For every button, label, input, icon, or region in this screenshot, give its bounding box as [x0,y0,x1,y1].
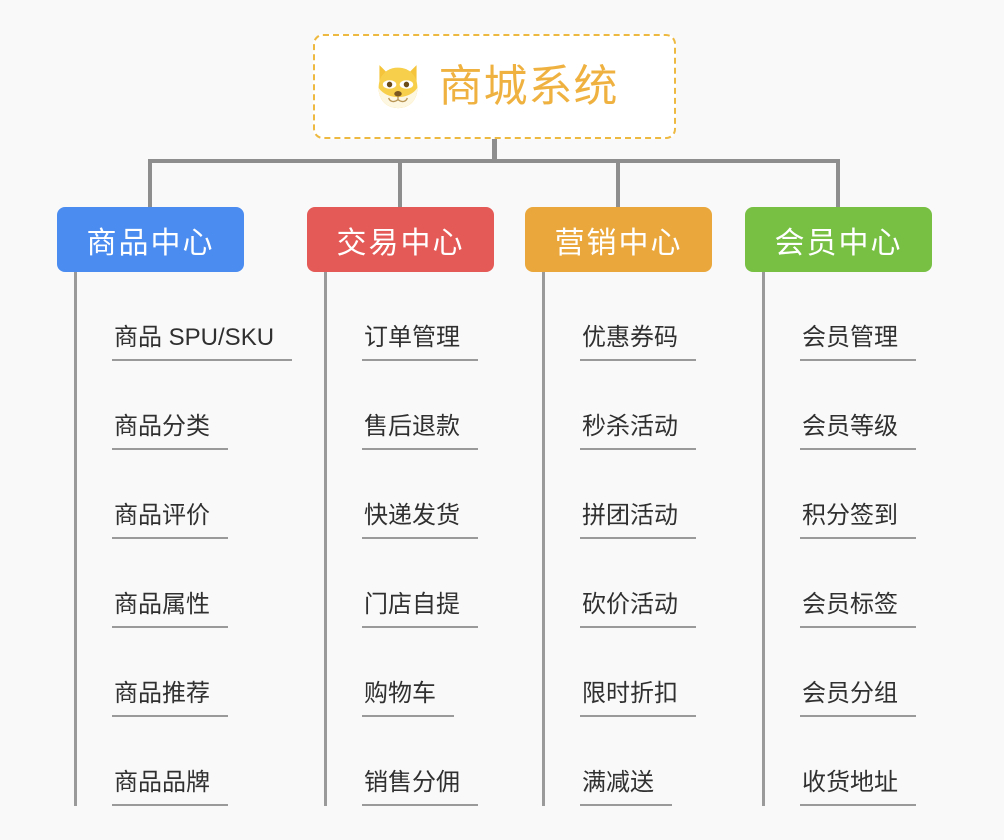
leaf-item[interactable]: 销售分佣 [327,717,494,806]
leaf-label: 会员等级 [800,412,916,450]
branch-header-commodity[interactable]: 商品中心 [57,207,244,272]
branch-column-member: 会员中心 会员管理 会员等级 积分签到 会员标签 会员分组 收货地址 [745,207,932,806]
connector-drop-branch-1 [398,159,402,207]
branch-header-trade[interactable]: 交易中心 [307,207,494,272]
leaf-item[interactable]: 快递发货 [327,450,494,539]
branch-header-member[interactable]: 会员中心 [745,207,932,272]
leaf-item[interactable]: 商品推荐 [77,628,292,717]
leaf-item[interactable]: 商品属性 [77,539,292,628]
leaf-label: 收货地址 [800,768,916,806]
branch-column-marketing: 营销中心 优惠券码 秒杀活动 拼团活动 砍价活动 限时折扣 满减送 [525,207,712,806]
leaf-label: 商品 SPU/SKU [112,323,293,361]
branch-column-trade: 交易中心 订单管理 售后退款 快递发货 门店自提 购物车 销售分佣 [307,207,494,806]
branch-header-label: 交易中心 [336,226,465,260]
leaf-item[interactable]: 售后退款 [327,361,494,450]
root-title: 商城系统 [438,61,619,111]
leaf-label: 满减送 [580,768,672,806]
branch-items-marketing: 优惠券码 秒杀活动 拼团活动 砍价活动 限时折扣 满减送 [542,272,712,806]
leaf-label: 商品推荐 [112,679,228,717]
leaf-label: 快递发货 [362,501,478,539]
leaf-item[interactable]: 商品评价 [77,450,292,539]
leaf-item[interactable]: 秒杀活动 [545,361,712,450]
leaf-label: 销售分佣 [362,768,478,806]
branch-header-label: 会员中心 [774,226,903,260]
leaf-item[interactable]: 门店自提 [327,539,494,628]
leaf-label: 积分签到 [800,501,916,539]
connector-horizontal-bus [148,159,840,163]
leaf-label: 商品属性 [112,590,228,628]
leaf-item[interactable]: 订单管理 [327,272,494,361]
leaf-item[interactable]: 商品品牌 [77,717,292,806]
leaf-label: 售后退款 [362,412,478,450]
leaf-item[interactable]: 会员等级 [765,361,932,450]
branch-items-commodity: 商品 SPU/SKU 商品分类 商品评价 商品属性 商品推荐 商品品牌 [74,272,293,806]
leaf-item[interactable]: 砍价活动 [545,539,712,628]
leaf-label: 订单管理 [362,323,478,361]
leaf-item[interactable]: 收货地址 [765,717,932,806]
leaf-item[interactable]: 限时折扣 [545,628,712,717]
branch-column-commodity: 商品中心 商品 SPU/SKU 商品分类 商品评价 商品属性 商品推荐 商品品牌 [57,207,293,806]
branch-header-label: 营销中心 [554,226,683,260]
leaf-item[interactable]: 优惠券码 [545,272,712,361]
leaf-label: 商品品牌 [112,768,228,806]
leaf-label: 会员分组 [800,679,916,717]
branch-header-marketing[interactable]: 营销中心 [525,207,712,272]
connector-drop-branch-3 [836,159,840,207]
leaf-label: 商品分类 [112,412,228,450]
leaf-item[interactable]: 会员标签 [765,539,932,628]
root-node[interactable]: 商城系统 [313,34,676,139]
leaf-item[interactable]: 购物车 [327,628,494,717]
leaf-label: 门店自提 [362,590,478,628]
leaf-label: 会员管理 [800,323,916,361]
leaf-label: 优惠券码 [580,323,696,361]
leaf-label: 砍价活动 [580,590,696,628]
leaf-label: 拼团活动 [580,501,696,539]
leaf-item[interactable]: 积分签到 [765,450,932,539]
leaf-label: 限时折扣 [580,679,696,717]
leaf-item[interactable]: 会员分组 [765,628,932,717]
leaf-item[interactable]: 会员管理 [765,272,932,361]
branch-header-label: 商品中心 [86,226,215,260]
leaf-label: 购物车 [362,679,454,717]
branch-items-member: 会员管理 会员等级 积分签到 会员标签 会员分组 收货地址 [762,272,932,806]
leaf-label: 商品评价 [112,501,228,539]
connector-drop-branch-2 [616,159,620,207]
branch-items-trade: 订单管理 售后退款 快递发货 门店自提 购物车 销售分佣 [324,272,494,806]
connector-root-stem [492,139,497,163]
leaf-label: 秒杀活动 [580,412,696,450]
leaf-label: 会员标签 [800,590,916,628]
leaf-item[interactable]: 拼团活动 [545,450,712,539]
leaf-item[interactable]: 商品 SPU/SKU [77,272,293,361]
connector-drop-branch-0 [148,159,152,207]
leaf-item[interactable]: 商品分类 [77,361,292,450]
shiba-dog-face-icon [378,64,417,108]
leaf-item[interactable]: 满减送 [545,717,712,806]
